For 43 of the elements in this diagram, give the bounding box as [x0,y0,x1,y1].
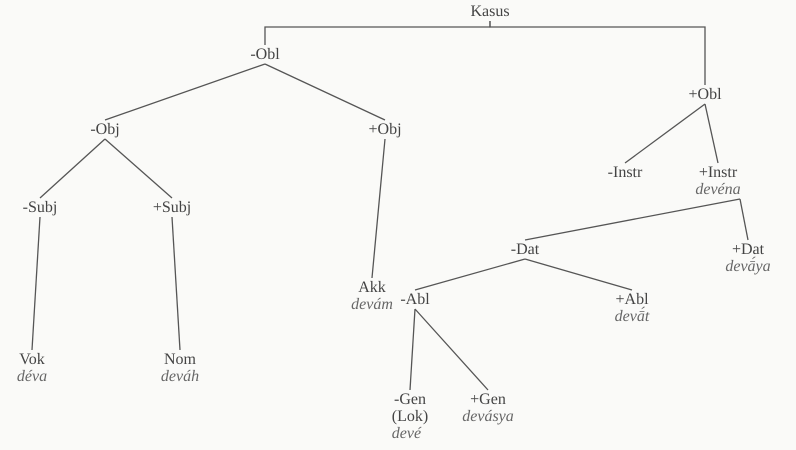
feature-label: +Subj [152,199,192,216]
word-form: devé [392,425,422,442]
tree-branch [31,216,41,350]
feature-label: -Obl [250,46,280,63]
tree-branch [371,138,386,278]
feature-label: +Instr [698,164,738,181]
feature-label: Vok [18,351,46,368]
tree-branch [40,138,106,198]
feature-label: +Dat [732,241,764,258]
feature-label: Akk [357,279,387,296]
feature-label: Nom [162,351,197,368]
feature-label: -Abl [400,291,430,308]
feature-label: -Gen [393,391,427,408]
word-form: déva [16,368,48,385]
tree-branch [104,138,172,198]
feature-label: -Dat [510,241,540,258]
word-form: devásya [462,408,514,425]
tree-branch [739,198,749,240]
tree-branch [409,308,416,390]
tree-branch [104,63,266,121]
tree-branch [171,216,181,350]
word-form: devā́ya [725,258,771,275]
tree-branch [264,63,386,121]
feature-label: +Obl [688,86,722,103]
feature-label: -Obj [90,121,120,138]
feature-label: +Obj [368,121,402,138]
tree-branch [524,198,740,241]
feature-label: +Abl [614,291,649,308]
word-form: deváh [160,368,200,385]
case-label: (Lok) [392,408,428,425]
feature-label: Kasus [470,3,510,20]
tree-branch [704,104,719,164]
word-form: devā́t [614,308,650,325]
tree-branch [489,21,706,85]
feature-label: -Subj [22,199,58,216]
word-form: devám [351,296,393,313]
feature-label: -Instr [608,164,642,181]
tree-branch [414,258,526,291]
tree-branch [414,308,488,390]
tree-branch [624,103,706,164]
tree-branch [524,258,632,291]
word-form: devéna [695,181,741,198]
feature-label: +Gen [469,391,507,408]
